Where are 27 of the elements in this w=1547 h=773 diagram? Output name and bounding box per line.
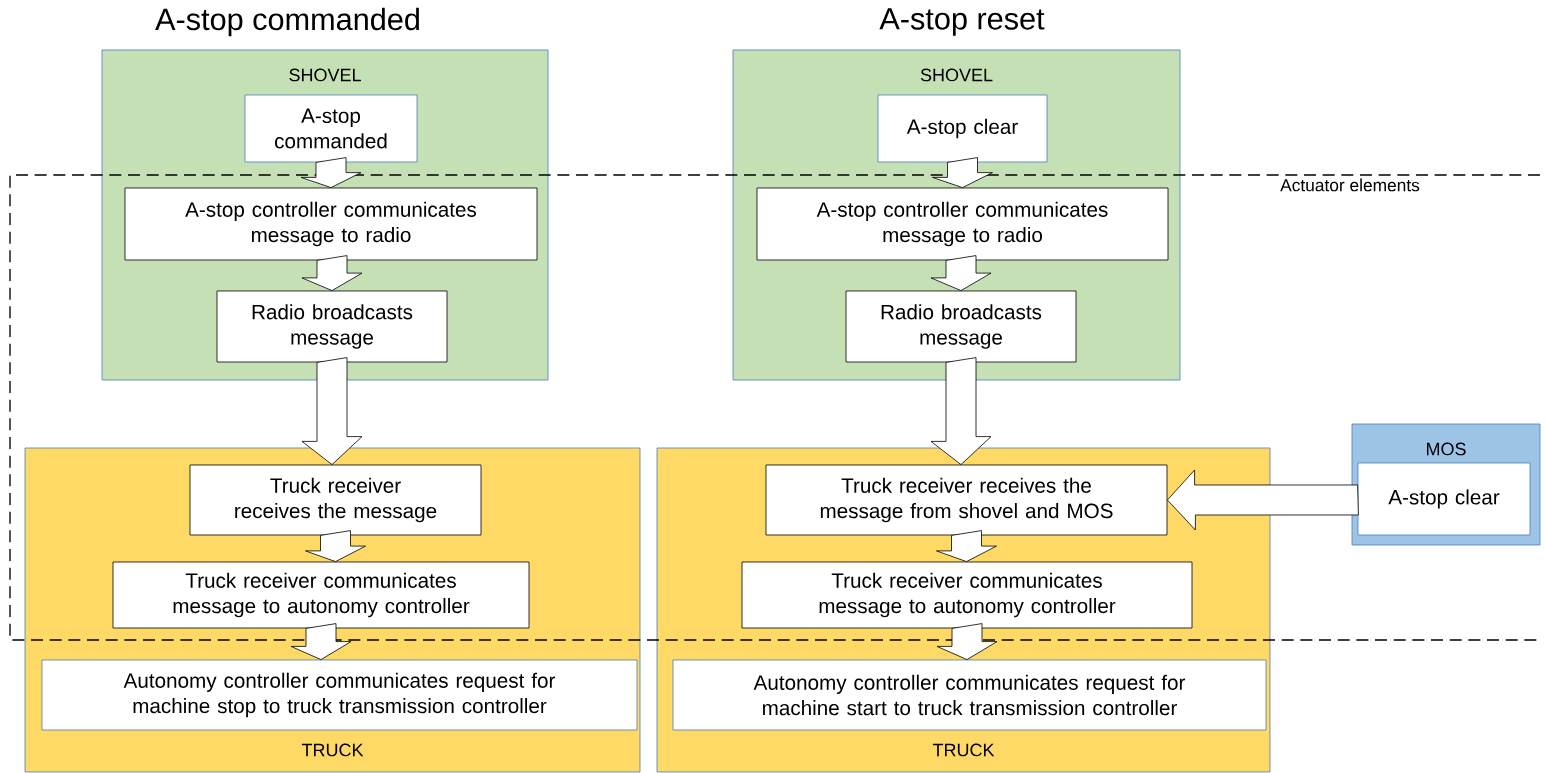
- block-arrow: [936, 623, 998, 660]
- block-arrow: [936, 530, 997, 562]
- process-box: Autonomy controller communicates request for machine start to truck transmission controller: [672, 659, 1267, 731]
- process-box: Truck receiver receives the message: [189, 464, 482, 536]
- process-box: Radio broadcasts message: [845, 290, 1077, 363]
- process-box: A-stop clear: [877, 94, 1048, 163]
- process-box: A-stop controller communicates message to radio: [124, 187, 538, 261]
- block-arrow: [300, 157, 362, 188]
- process-box: Autonomy controller communicates request for machine stop to truck transmission controller: [41, 659, 638, 731]
- process-box: Truck receiver communicates message to autonomy controller: [741, 561, 1193, 629]
- block-arrow: [932, 157, 993, 188]
- process-box: A-stop controller communicates message to radio: [756, 187, 1169, 261]
- block-arrow: [301, 255, 363, 291]
- process-box: Truck receiver receives the message from shovel and MOS: [765, 464, 1168, 536]
- process-box: Radio broadcasts message: [216, 290, 448, 363]
- region-label: Actuator elements: [1280, 178, 1420, 192]
- block-arrow: [290, 623, 352, 660]
- process-box: Truck receiver communicates message to autonomy controller: [112, 561, 530, 629]
- column-heading: A-stop commanded: [155, 7, 419, 37]
- process-box: A-stop commanded: [244, 94, 418, 163]
- block-arrow: [301, 357, 363, 465]
- block-arrow: [930, 357, 992, 465]
- block-arrow: [1167, 469, 1359, 531]
- block-arrow: [930, 255, 992, 291]
- block-arrow: [305, 530, 366, 562]
- process-box: A-stop clear: [1357, 462, 1531, 536]
- column-heading: A-stop reset: [879, 8, 1045, 36]
